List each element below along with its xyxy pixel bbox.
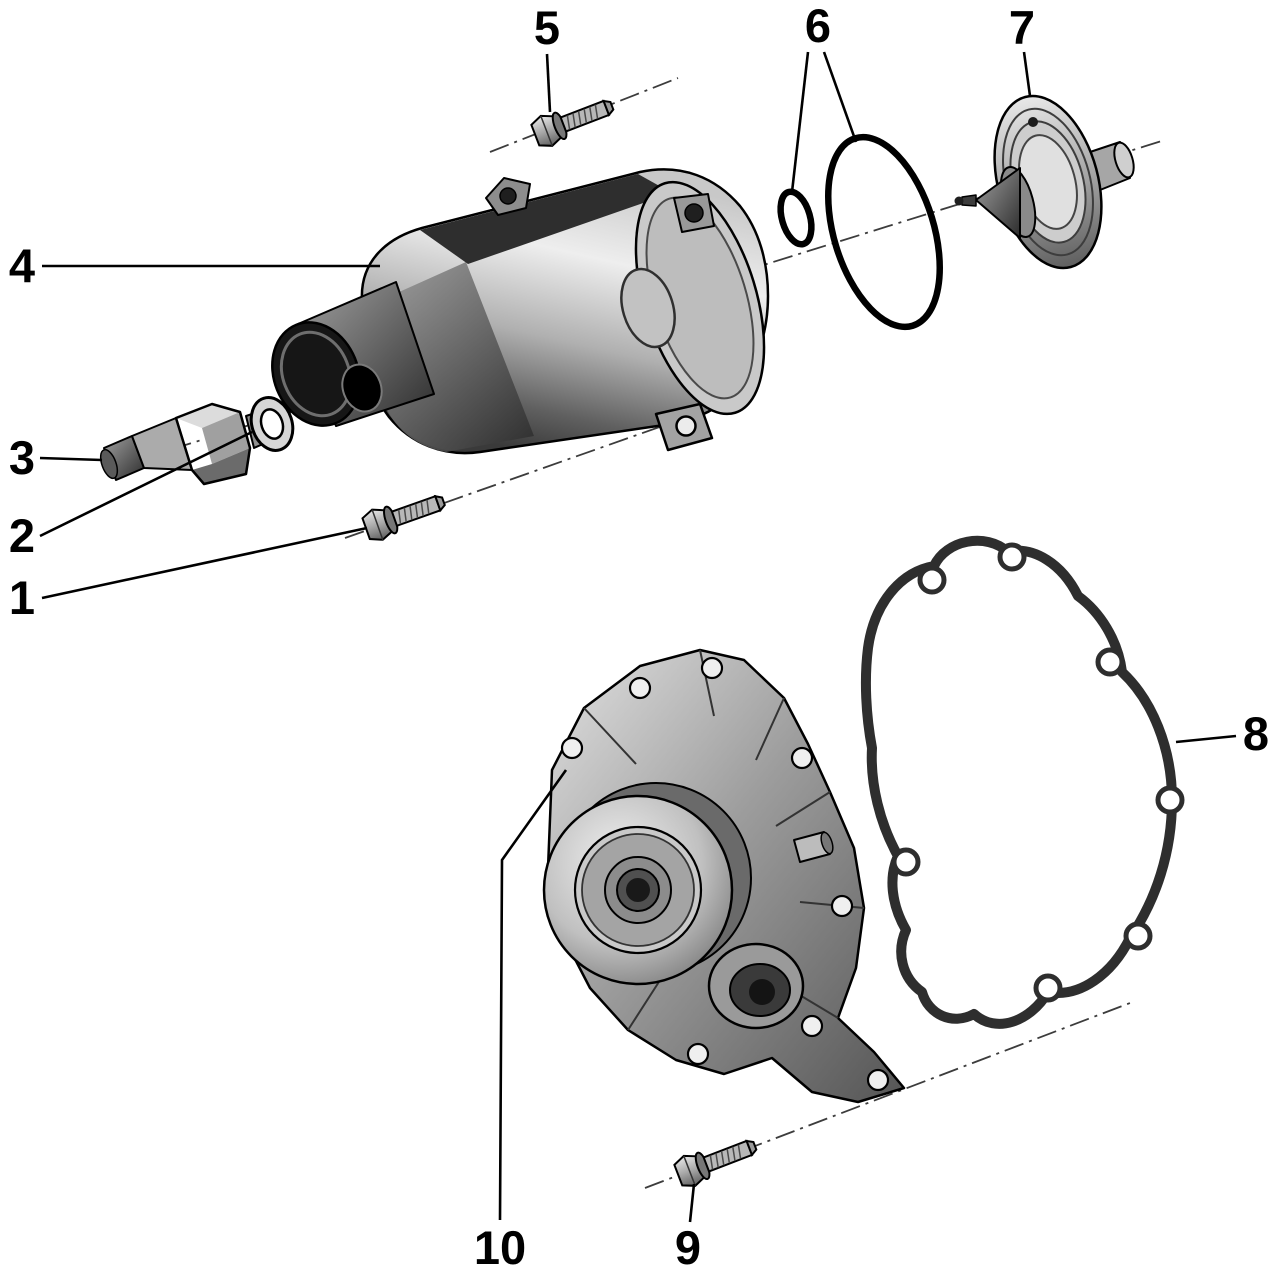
housing-ear-hole <box>675 415 697 437</box>
part-o-rings <box>777 133 943 331</box>
callout-label-6: 6 <box>805 0 831 52</box>
o-ring-small <box>777 188 815 248</box>
gasket-hole <box>1095 647 1125 677</box>
leader-line-10 <box>498 769 568 1221</box>
o-ring-large <box>825 133 943 331</box>
gasket-hole <box>1123 921 1153 951</box>
callout-label-9: 9 <box>675 1221 701 1272</box>
pump-bolt-hole <box>686 1042 710 1066</box>
pump-shaft-bore <box>626 878 650 902</box>
part-bolt-1 <box>359 485 450 545</box>
sensor-threaded-hole <box>341 363 383 413</box>
housing-ear-hole <box>499 187 517 205</box>
part-bolt-9 <box>671 1129 762 1192</box>
pump-bolt-hole <box>790 746 814 770</box>
part-temperature-sensor <box>99 402 273 486</box>
part-gasket <box>860 535 1185 1029</box>
pump-bolt-hole <box>800 1014 824 1038</box>
bolt5-axis-line <box>489 77 679 153</box>
thermostat-flange-hole <box>1028 117 1038 127</box>
part-thermostat <box>954 94 1135 270</box>
leader-line-9 <box>688 1183 696 1223</box>
pump-bolt-hole <box>866 1068 890 1092</box>
leader-line-8 <box>1175 734 1237 744</box>
part-seal-ring <box>249 396 295 452</box>
thermostat-pin <box>954 196 964 206</box>
part-water-pump <box>542 648 906 1104</box>
pump-bolt-hole <box>560 736 584 760</box>
leader-line-6a <box>790 51 810 193</box>
callout-label-1: 1 <box>9 571 35 624</box>
gasket-hole <box>891 847 921 877</box>
leader-line-5 <box>545 53 552 113</box>
callout-label-7: 7 <box>1009 1 1035 54</box>
callout-label-10: 10 <box>474 1221 526 1272</box>
callout-label-8: 8 <box>1243 707 1269 760</box>
part-thermostat-housing <box>271 168 770 455</box>
housing-boss <box>620 267 676 349</box>
pump-bolt-hole <box>628 676 652 700</box>
leader-line-7 <box>1022 51 1032 97</box>
part-bolt-5 <box>528 89 619 152</box>
callout-label-5: 5 <box>534 1 560 54</box>
gasket-hole <box>1033 973 1063 1003</box>
gasket-hole <box>917 565 947 595</box>
leader-line-1 <box>41 526 368 600</box>
pump-bolt-hole <box>700 656 724 680</box>
leader-line-3 <box>39 456 103 462</box>
housing-ear-hole <box>684 203 704 223</box>
gasket-hole <box>1155 785 1185 815</box>
callout-label-2: 2 <box>9 509 35 562</box>
callout-label-3: 3 <box>9 431 35 484</box>
leader-line-6b <box>822 51 858 143</box>
pump-bolt-hole <box>830 894 854 918</box>
callout-label-4: 4 <box>9 239 35 292</box>
leader-line-2 <box>39 430 253 538</box>
gasket-hole <box>997 542 1027 572</box>
